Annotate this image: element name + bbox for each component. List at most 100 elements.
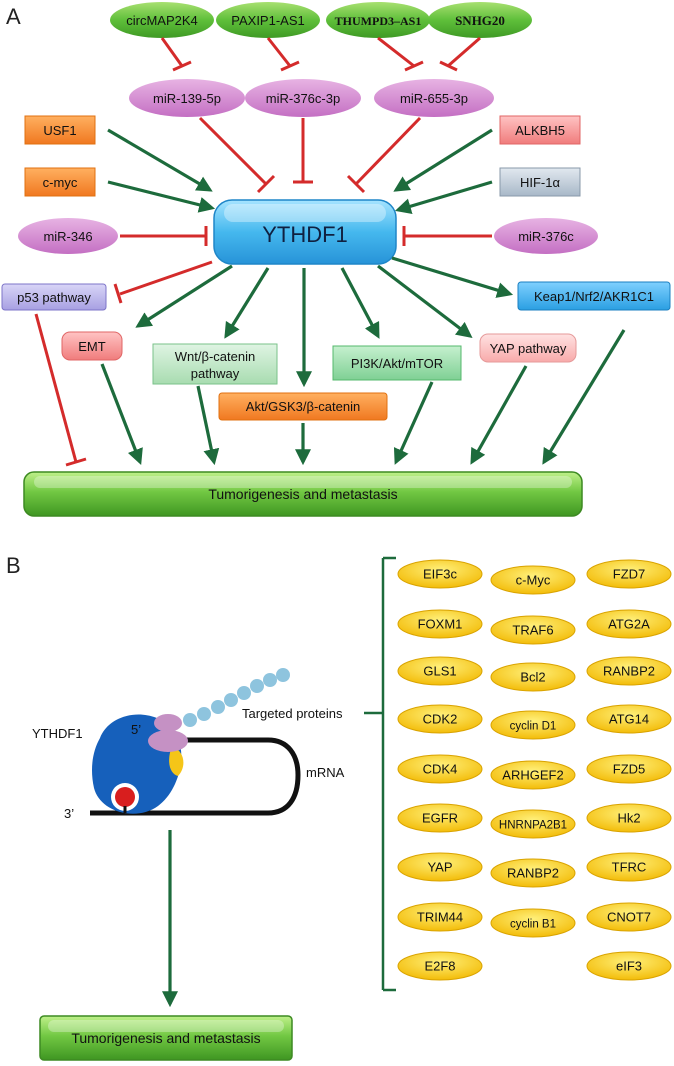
protein-ellipse [490, 710, 576, 740]
protein-ellipse [397, 704, 483, 734]
mirna-row: miR-139-5p miR-376c-3p miR-655-3p [129, 79, 494, 117]
inhibitor-label: miR-376c [518, 229, 574, 244]
mirna-label: miR-655-3p [400, 91, 468, 106]
lncrna-label: SNHG20 [455, 13, 505, 28]
activator-label: USF1 [43, 123, 76, 138]
akt-gsk3-box [218, 392, 388, 421]
protein-ellipse [586, 902, 672, 932]
protein-label: cyclin B1 [510, 919, 556, 931]
protein-label: FZD7 [613, 567, 646, 582]
protein-label: RANBP2 [507, 866, 559, 881]
p53-pathway-box [1, 283, 107, 311]
inhibitor-label: miR-346 [43, 229, 92, 244]
wnt-label: pathway [191, 366, 240, 381]
p53-pathway-label: p53 pathway [17, 290, 91, 305]
mirna-inhibition-arrows [198, 116, 422, 194]
panel-a-label: A [6, 4, 21, 29]
right-activators: ALKBH5 HIF-1α [499, 115, 581, 197]
ythdf1-node: YTHDF1 [213, 199, 397, 265]
protein-ellipse [490, 615, 576, 645]
mirna-655-3p [374, 79, 494, 117]
protein-label: EGFR [422, 811, 458, 826]
protein-label: RANBP2 [603, 664, 655, 679]
protein-ellipse [490, 565, 576, 595]
outcome-label: Tumorigenesis and metastasis [71, 1030, 260, 1046]
protein-ellipse [586, 559, 672, 589]
mrna-strand [90, 737, 301, 816]
pi3k-box [332, 345, 462, 381]
akt-gsk3-label: Akt/GSK3/β-catenin [246, 399, 360, 414]
peptide-chain [183, 668, 290, 727]
protein-ellipse [490, 809, 576, 839]
protein-label: CDK2 [423, 712, 458, 727]
protein-label: CDK4 [423, 762, 458, 777]
protein-label: ATG14 [609, 712, 649, 727]
yap-pathway-label: YAP pathway [490, 341, 567, 356]
protein-ellipse [490, 662, 576, 692]
keap1-label: Keap1/Nrf2/AKR1C1 [534, 289, 654, 304]
activation-arrows [107, 128, 493, 215]
protein-ellipse [586, 656, 672, 686]
protein-label: ATG2A [608, 617, 650, 632]
protein-label: Hk2 [617, 811, 640, 826]
outcome-arrows [100, 329, 626, 466]
pi3k-label: PI3K/Akt/mTOR [351, 356, 443, 371]
protein-ellipse [586, 754, 672, 784]
protein-ellipse [397, 754, 483, 784]
protein-label: YAP [427, 860, 452, 875]
protein-label: FZD5 [613, 762, 646, 777]
protein-ellipse [490, 858, 576, 888]
protein-label: TFRC [612, 860, 647, 875]
outcome-label: Tumorigenesis and metastasis [208, 486, 397, 502]
lncrna-label: THUMPD3–AS1 [335, 14, 422, 28]
mirna-139-5p [129, 79, 245, 117]
protein-ellipse [397, 559, 483, 589]
protein-ellipse [490, 908, 576, 938]
outcome-bar-a: Tumorigenesis and metastasis [23, 471, 583, 517]
m6a-mark [115, 787, 135, 807]
ythdf1-reader-label: YTHDF1 [32, 726, 83, 741]
side-inhibitors: miR-346 miR-376c [18, 218, 598, 254]
protein-ellipse [397, 951, 483, 981]
lncrna-label: PAXIP1-AS1 [231, 13, 304, 28]
keap1-box [517, 281, 671, 311]
activator-label: HIF-1α [520, 175, 561, 190]
protein-label: HNRNPA2B1 [499, 820, 567, 832]
p53-to-outcome-inhibition [34, 313, 87, 467]
c-myc-box [24, 167, 96, 197]
mrna-label: mRNA [306, 765, 345, 780]
downstream-nodes: p53 pathway EMT Wnt/β-catenin pathway Ak… [1, 281, 671, 421]
lncrna-circmap2k4 [110, 2, 214, 38]
protein-label: c-Myc [516, 573, 551, 588]
yap-pathway-box [479, 333, 577, 363]
emt-label: EMT [78, 339, 106, 354]
lncrna-thumpd3-as1 [326, 2, 430, 38]
five-prime-label: 5’ [131, 722, 141, 737]
mirna-376c-3p [245, 79, 361, 117]
protein-ellipse [586, 704, 672, 734]
protein-label: FOXM1 [418, 617, 463, 632]
lncrna-paxip1-as1 [216, 2, 320, 38]
ythdf1-box [213, 199, 397, 265]
alkbh5-box [499, 115, 581, 145]
mirna-label: miR-376c-3p [266, 91, 340, 106]
three-prime-label: 3’ [64, 806, 74, 821]
lncrna-snhg20 [428, 2, 532, 38]
targeted-proteins-label: Targeted proteins [242, 706, 343, 721]
protein-ellipse [397, 803, 483, 833]
protein-label: cyclin D1 [510, 721, 557, 733]
activator-label: ALKBH5 [515, 123, 565, 138]
protein-label: E2F8 [424, 959, 455, 974]
protein-label: ARHGEF2 [502, 768, 563, 783]
protein-ellipse [586, 609, 672, 639]
protein-label: TRIM44 [417, 910, 463, 925]
protein-ellipse [586, 803, 672, 833]
protein-ellipse [397, 852, 483, 882]
protein-ellipse [586, 951, 672, 981]
left-activators: USF1 c-myc [24, 115, 96, 197]
usf1-box [24, 115, 96, 145]
protein-label: GLS1 [423, 664, 456, 679]
protein-label: TRAF6 [512, 623, 553, 638]
